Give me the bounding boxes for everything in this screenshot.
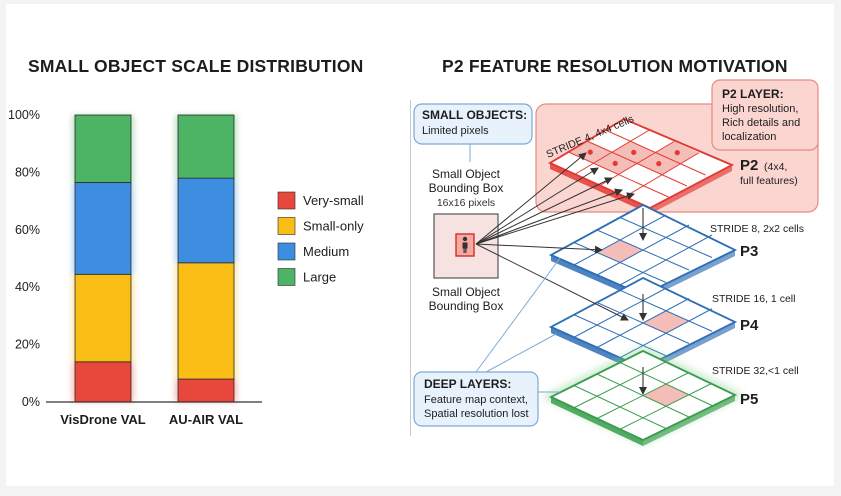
person-icon <box>455 233 475 257</box>
deep-layers-line1: Feature map context, <box>424 394 528 406</box>
bar-medium-2 <box>177 177 235 264</box>
p2-callout-line3: localization <box>722 131 776 143</box>
bbox-label-line1: Small Object <box>432 285 501 299</box>
right-panel-title: P2 FEATURE RESOLUTION MOTIVATION <box>442 56 788 76</box>
legend-label: Very-small <box>303 193 364 208</box>
x-category-label: AU-AIR VAL <box>169 412 243 427</box>
legend-swatch-very-small <box>277 191 296 210</box>
p3-highlight-cell <box>597 240 643 263</box>
y-tick-label: 100% <box>8 108 40 122</box>
projection-arrow <box>475 177 613 245</box>
projection-arrow <box>475 192 635 245</box>
small-objects-title: SMALL OBJECTS: <box>422 108 527 122</box>
deep-pointer-p3 <box>475 257 561 373</box>
legend-label: Small-only <box>303 219 364 234</box>
y-tick-label: 80% <box>15 165 40 179</box>
bar-medium-1 <box>74 182 132 275</box>
projection-arrow <box>475 243 603 254</box>
p4-label: P4 <box>740 317 759 334</box>
y-tick-label: 40% <box>15 280 40 294</box>
x-category-label: VisDrone VAL <box>60 412 146 427</box>
projection-arrow <box>475 243 629 321</box>
left-panel-title: SMALL OBJECT SCALE DISTRIBUTION <box>28 56 364 76</box>
p5-label: P5 <box>740 391 758 408</box>
bar-large-1 <box>74 114 132 183</box>
y-tick-label: 0% <box>22 395 40 409</box>
legend-swatch-large <box>277 268 296 286</box>
p5-stride-label: STRIDE 32,<1 cell <box>712 365 799 377</box>
projection-arrow <box>475 152 587 245</box>
p3-label: P3 <box>740 243 758 260</box>
deep-pointer-p4 <box>485 333 557 373</box>
bar-large-2 <box>177 114 235 179</box>
small-objects-text: Limited pixels <box>422 125 489 137</box>
deep-layers-title: DEEP LAYERS: <box>424 377 511 391</box>
projection-arrow <box>475 167 599 245</box>
panel-divider <box>410 100 411 436</box>
p2-callout-title: P2 LAYER: <box>722 87 784 101</box>
legend-label: Medium <box>303 244 349 259</box>
legend-swatch-medium <box>277 242 296 261</box>
bbox-label-line2: Bounding Box <box>429 299 504 313</box>
deep-layers-callout <box>413 371 539 427</box>
bbox-caption-line1: Small Object <box>432 167 501 181</box>
legend-label: Large <box>303 270 336 285</box>
bar-small-only-1 <box>74 273 132 363</box>
p3-stride-label: STRIDE 8, 2x2 cells <box>710 223 804 235</box>
p2-callout-line2: Rich details and <box>722 117 800 129</box>
p2-callout-line1: High resolution, <box>722 103 798 115</box>
p2-note-line1: (4x4, <box>764 161 787 173</box>
projection-arrow <box>475 188 623 245</box>
p5-feature-map <box>541 346 745 446</box>
legend-swatch-small-only <box>277 217 296 235</box>
bbox-caption-line3: 16x16 pixels <box>437 197 495 209</box>
y-tick-label: 20% <box>15 338 40 352</box>
bar-small-only-2 <box>177 262 235 380</box>
p2-note-line2: full features) <box>740 175 798 187</box>
p2-label: P2 <box>740 157 758 174</box>
p4-stride-label: STRIDE 16, 1 cell <box>712 293 795 305</box>
deep-layers-line2: Spatial resolution lost <box>424 408 529 420</box>
small-objects-callout <box>413 103 533 145</box>
bbox-caption-line2: Bounding Box <box>429 181 504 195</box>
p2-callout-box <box>711 79 819 151</box>
y-tick-label: 60% <box>15 223 40 237</box>
